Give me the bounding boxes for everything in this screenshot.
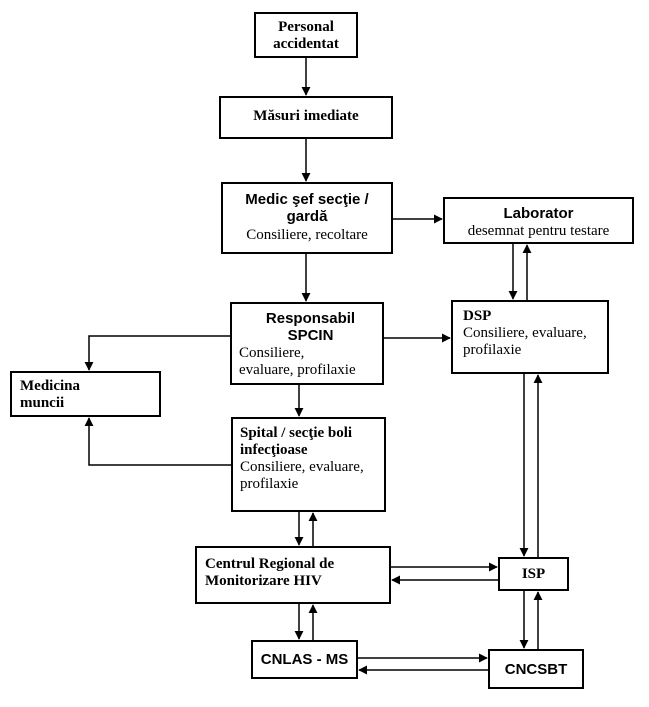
node-masuri-imediate: Măsuri imediate [219,96,393,139]
node-cnlas-ms: CNLAS - MS [251,640,358,679]
node-medicina-muncii: Medicina muncii [10,371,161,417]
node-responsabil-spcin: Responsabil SPCIN Consiliere, evaluare, … [230,302,384,385]
node-description: Consiliere, evaluare, profilaxie [240,459,364,492]
node-isp: ISP [498,557,569,591]
node-description: desemnat pentru testare [467,223,610,239]
node-title: CNCSBT [504,661,568,678]
node-title: Spital / secţie boli infecţioase [240,425,353,458]
node-cncsbt: CNCSBT [488,649,584,689]
node-centrul-regional: Centrul Regional de Monitorizare HIV [195,546,391,604]
node-dsp: DSP Consiliere, evaluare, profilaxie [451,300,609,374]
arrow-responsabil-to-medicina [84,335,230,371]
node-title: Centrul Regional de Monitorizare HIV [205,556,335,589]
node-title: ISP [521,566,546,582]
node-title: Măsuri imediate [253,108,359,124]
node-spital-boli-infectioase: Spital / secţie boli infecţioase Consili… [231,417,386,512]
node-description: Consiliere, evaluare, profilaxie [463,325,587,358]
node-title: Personal accidentat [273,19,339,52]
node-title: Laborator [503,205,574,222]
node-description: Consiliere, recoltare [246,227,368,243]
node-title: Medicina muncii [20,378,80,411]
node-title: CNLAS - MS [260,651,349,668]
node-title: DSP [463,308,492,324]
node-laborator: Laborator desemnat pentru testare [443,197,634,244]
node-personal-accidentat: Personal accidentat [254,12,358,58]
arrow-spital-to-medicina [84,417,231,466]
node-title: Responsabil SPCIN [265,310,356,344]
node-title: Medic şef secţie / gardă [245,191,369,225]
node-medic-sef-sectie: Medic şef secţie / gardă Consiliere, rec… [221,182,393,254]
node-description: Consiliere, evaluare, profilaxie [239,345,356,378]
